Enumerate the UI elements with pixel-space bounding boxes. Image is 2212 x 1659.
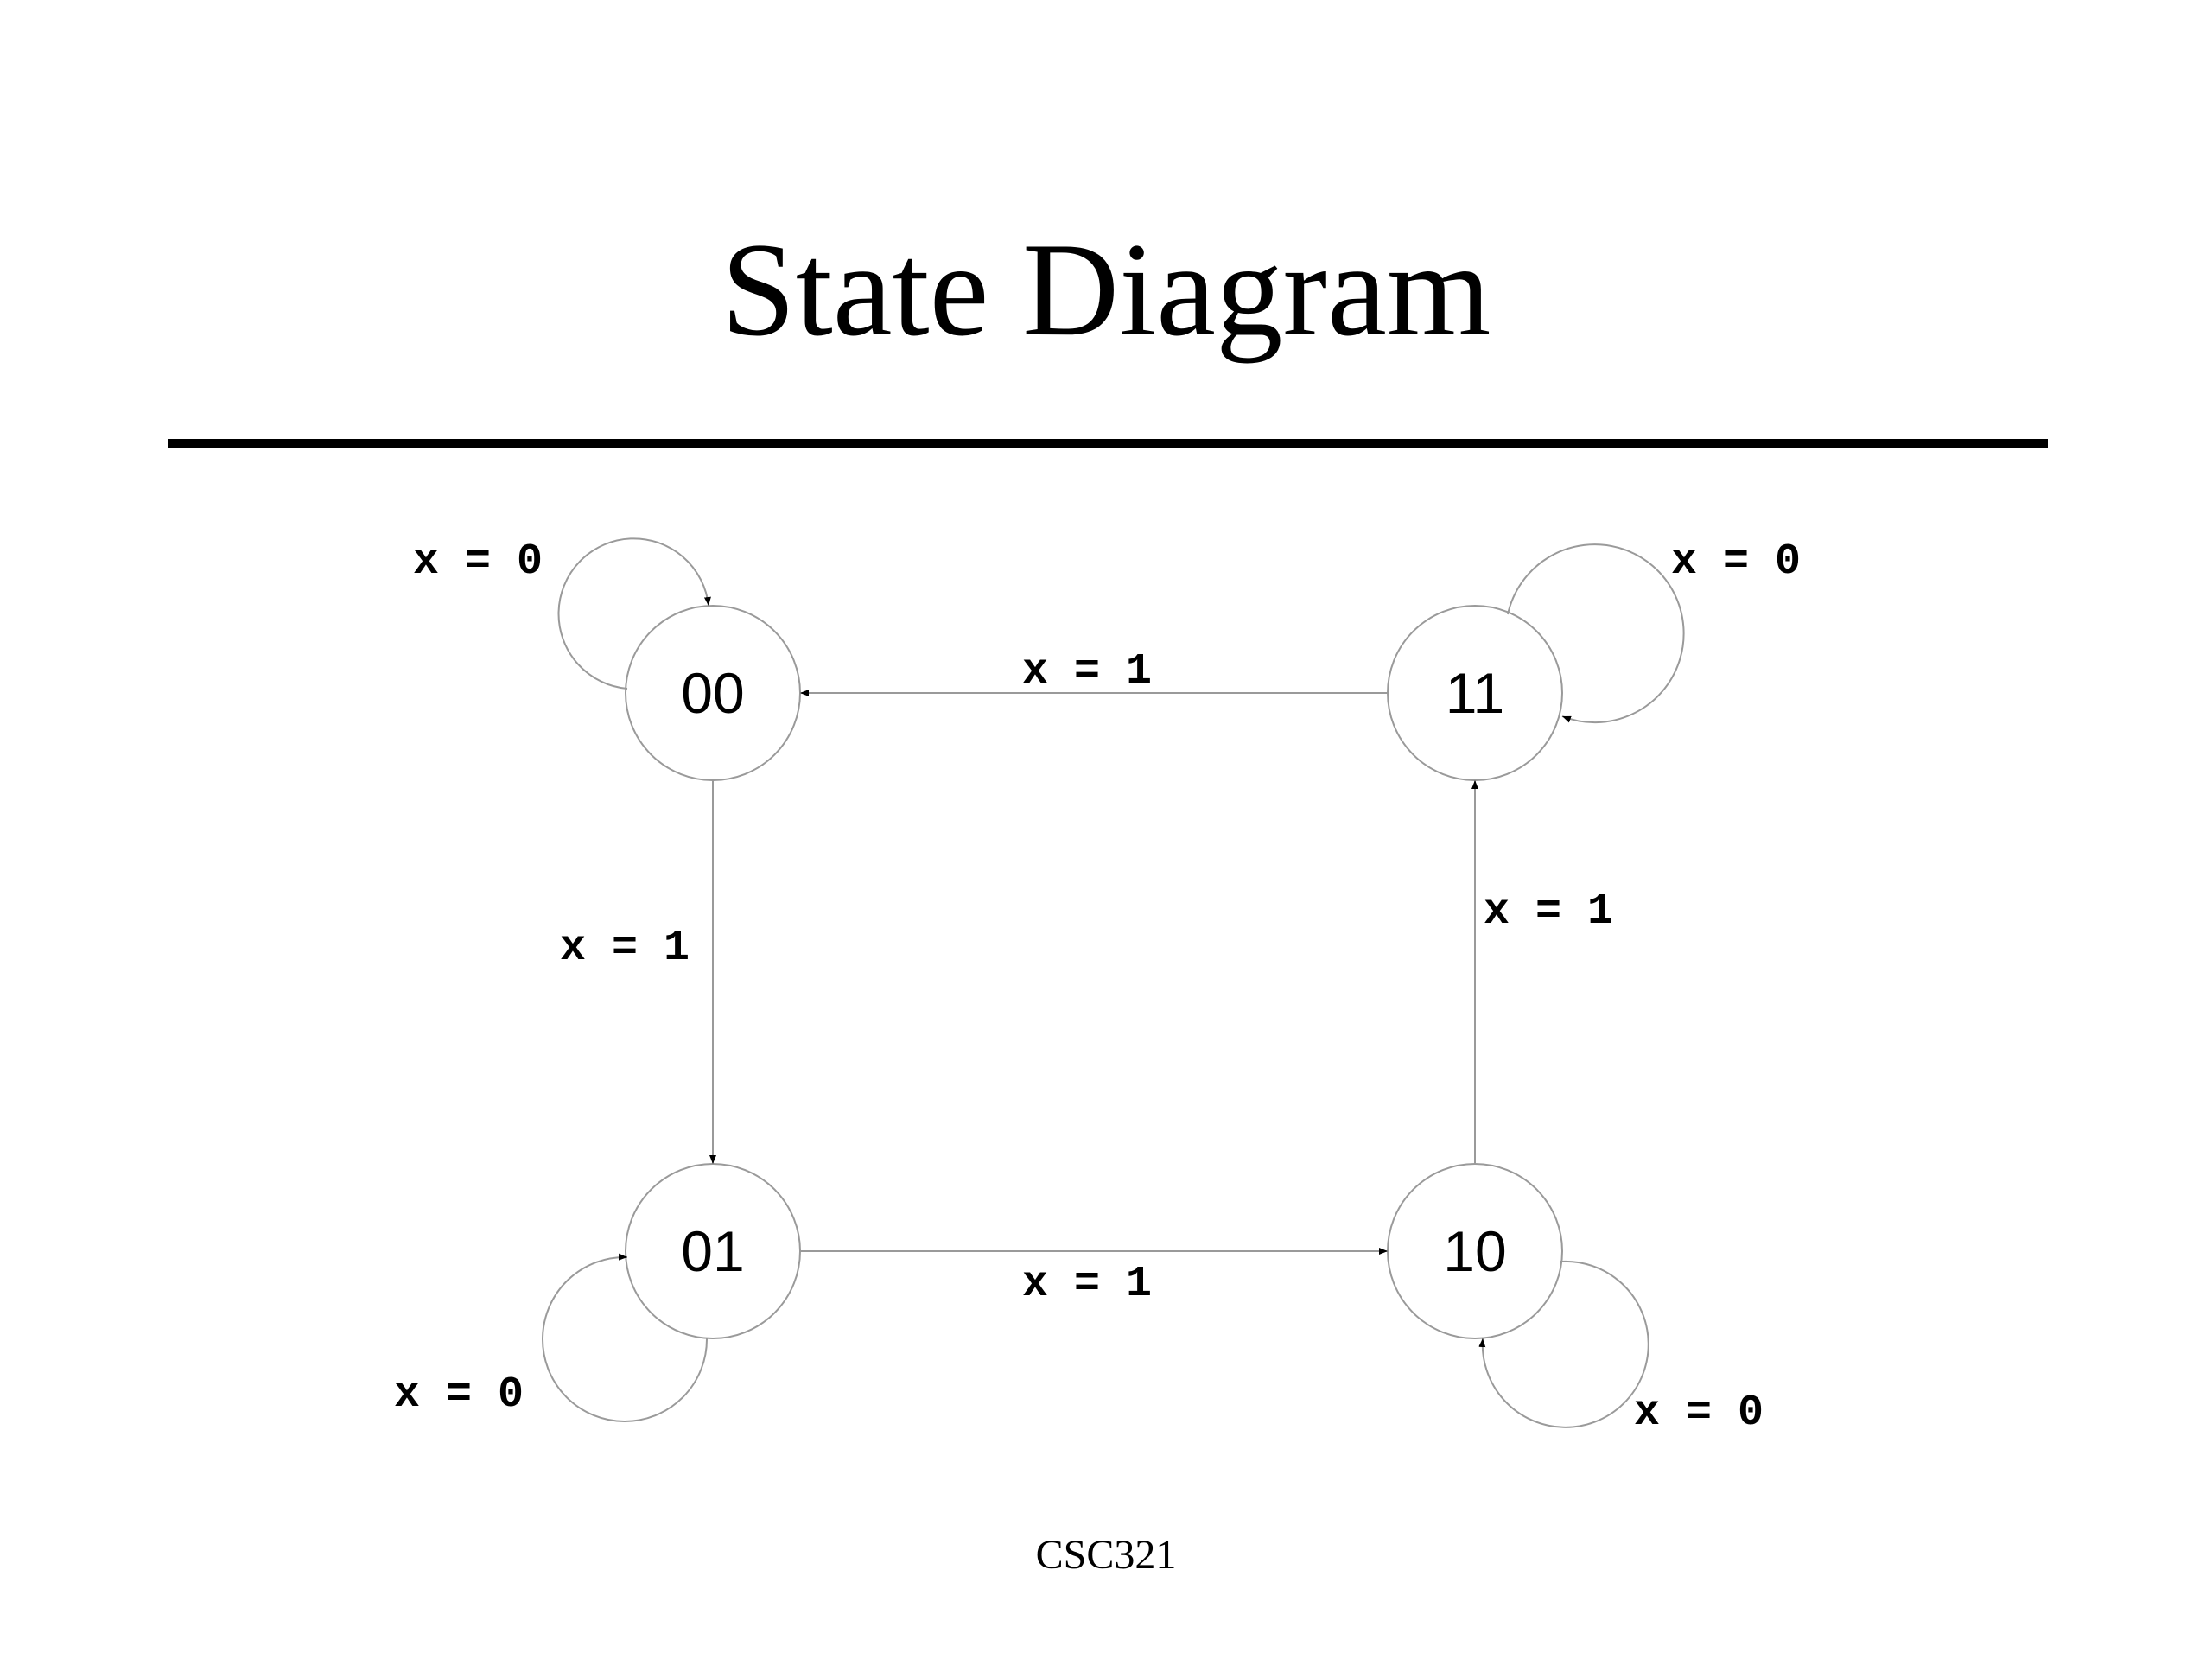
slide-title: State Diagram <box>721 215 1491 364</box>
slide-footer: CSC321 <box>1035 1532 1177 1578</box>
transition-11-to-00-label: x = 1 <box>1022 647 1152 696</box>
state-00-label: 00 <box>681 661 744 725</box>
state-01-label: 01 <box>681 1219 744 1283</box>
title-divider <box>168 439 2048 448</box>
transition-00-to-01-label: x = 1 <box>560 924 690 973</box>
state-01: 01 <box>625 1163 801 1339</box>
state-10-label: 10 <box>1443 1219 1506 1283</box>
state-10: 10 <box>1387 1163 1563 1339</box>
self-loop-01-arrow <box>542 1253 709 1422</box>
self-loop-00-label: x = 0 <box>413 537 543 587</box>
self-loop-11-arrow <box>1507 543 1685 724</box>
self-loop-00-arrow <box>557 537 711 690</box>
state-00: 00 <box>625 605 801 781</box>
self-loop-10-arrow <box>1478 1260 1649 1428</box>
state-11: 11 <box>1387 605 1563 781</box>
self-loop-11-label: x = 0 <box>1671 537 1801 587</box>
self-loop-01-label: x = 0 <box>394 1370 524 1420</box>
transition-01-to-10-label: x = 1 <box>1022 1260 1152 1309</box>
transition-10-to-11-label: x = 1 <box>1484 887 1613 937</box>
self-loop-10-label: x = 0 <box>1634 1389 1764 1438</box>
state-11-label: 11 <box>1446 661 1505 725</box>
